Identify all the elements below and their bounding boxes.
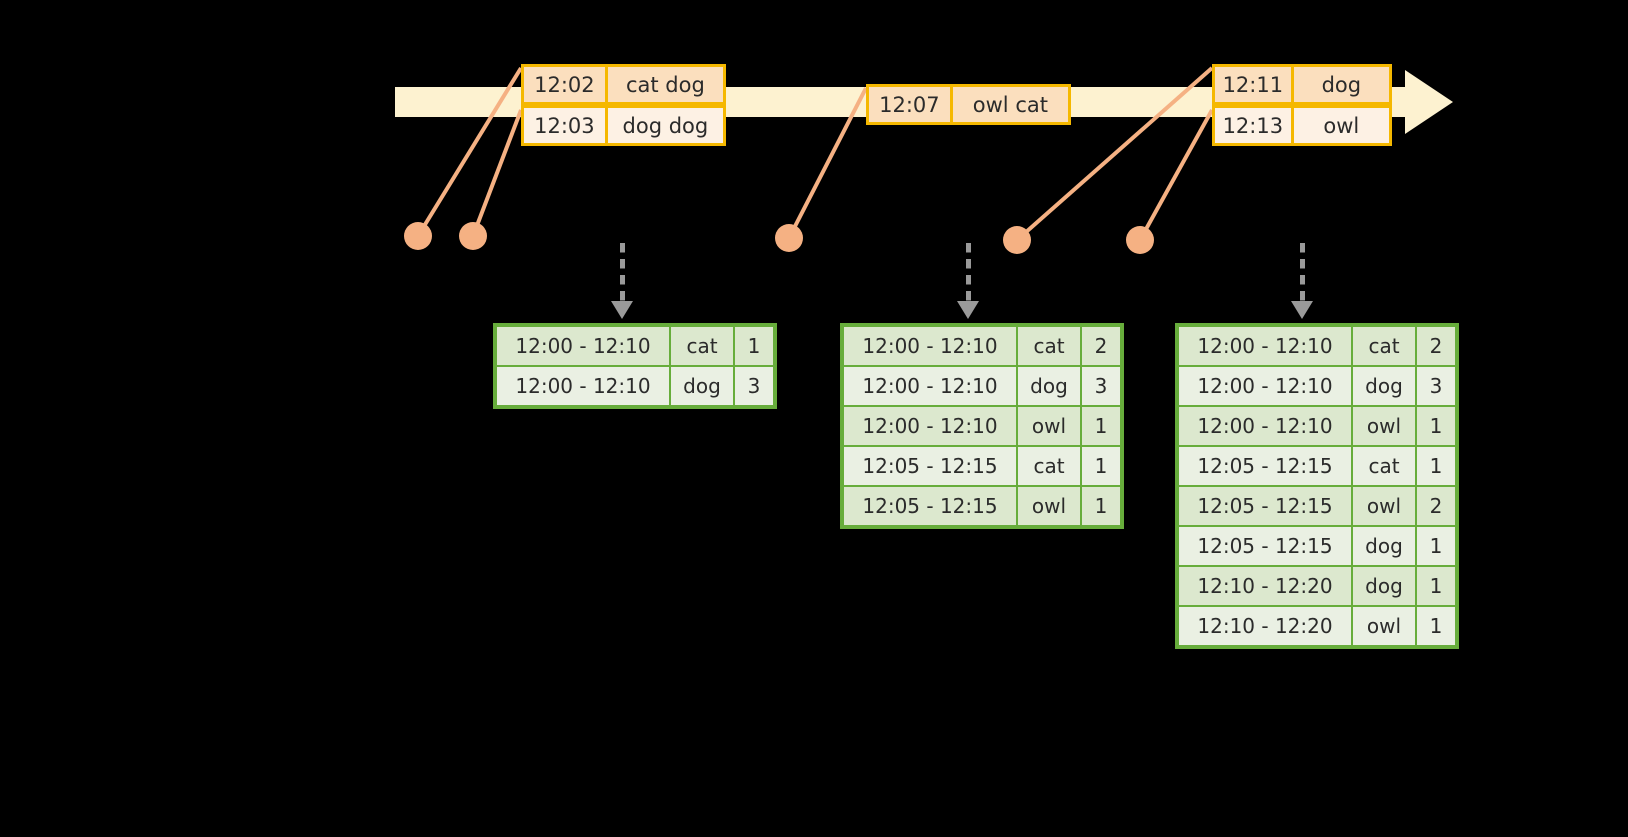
cell-count: 1 [1417,527,1455,565]
cell-count: 1 [1082,407,1120,445]
timeline-event-3[interactable]: 12:11 dog [1212,64,1392,105]
flow-arrow-1 [611,243,633,323]
cell-word: owl [1018,407,1080,445]
timeline-event-3-value: dog [1293,67,1389,102]
cell-count: 1 [735,327,773,365]
cell-word: dog [671,367,733,405]
cell-count: 1 [1417,447,1455,485]
cell-count: 2 [1417,327,1455,365]
cell-window: 12:10 - 12:20 [1179,567,1351,605]
cell-word: dog [1353,367,1415,405]
cell-window: 12:05 - 12:15 [1179,487,1351,525]
cell-window: 12:05 - 12:15 [1179,527,1351,565]
timeline-event-2[interactable]: 12:07 owl cat [866,84,1071,125]
cell-word: cat [1353,447,1415,485]
cell-window: 12:00 - 12:10 [1179,327,1351,365]
cell-word: owl [1353,407,1415,445]
timeline-event-2-value: owl cat [952,87,1068,122]
timeline-event-0-time: 12:02 [524,67,608,102]
timeline-event-2-time: 12:07 [869,87,953,122]
cell-window: 12:00 - 12:10 [844,407,1016,445]
connector-dot-3 [775,224,803,252]
cell-word: owl [1018,487,1080,525]
cell-word: dog [1353,567,1415,605]
cell-window: 12:05 - 12:15 [844,487,1016,525]
cell-word: owl [1353,607,1415,645]
timeline-event-0[interactable]: 12:02 cat dog [521,64,726,105]
cell-word: cat [671,327,733,365]
cell-count: 2 [1417,487,1455,525]
cell-count: 3 [1417,367,1455,405]
cell-window: 12:10 - 12:20 [1179,607,1351,645]
cell-window: 12:00 - 12:10 [497,367,669,405]
cell-count: 1 [1417,407,1455,445]
cell-window: 12:00 - 12:10 [844,367,1016,405]
cell-word: dog [1353,527,1415,565]
cell-count: 1 [1082,447,1120,485]
cell-window: 12:05 - 12:15 [844,447,1016,485]
cell-word: dog [1018,367,1080,405]
connector-dot-1 [404,222,432,250]
flow-arrow-3 [1291,243,1313,323]
cell-word: cat [1018,327,1080,365]
timeline-event-4[interactable]: 12:13 owl [1212,105,1392,146]
timeline-event-4-time: 12:13 [1215,108,1294,143]
connector-dot-4 [1003,226,1031,254]
cell-window: 12:00 - 12:10 [1179,407,1351,445]
connector-dot-5 [1126,226,1154,254]
cell-window: 12:00 - 12:10 [844,327,1016,365]
timeline-event-1-value: dog dog [607,108,723,143]
cell-word: cat [1353,327,1415,365]
cell-word: owl [1353,487,1415,525]
timeline-arrow-head [1405,70,1453,134]
cell-window: 12:00 - 12:10 [497,327,669,365]
cell-word: cat [1018,447,1080,485]
flow-arrow-2 [957,243,979,323]
timeline-event-3-time: 12:11 [1215,67,1294,102]
timeline-event-1-time: 12:03 [524,108,608,143]
cell-count: 2 [1082,327,1120,365]
cell-count: 1 [1417,567,1455,605]
timeline-event-0-value: cat dog [607,67,723,102]
cell-count: 3 [735,367,773,405]
cell-count: 3 [1082,367,1120,405]
timeline-event-4-value: owl [1293,108,1389,143]
cell-window: 12:00 - 12:10 [1179,367,1351,405]
connector-dot-2 [459,222,487,250]
timeline-event-1[interactable]: 12:03 dog dog [521,105,726,146]
cell-count: 1 [1082,487,1120,525]
cell-count: 1 [1417,607,1455,645]
cell-window: 12:05 - 12:15 [1179,447,1351,485]
